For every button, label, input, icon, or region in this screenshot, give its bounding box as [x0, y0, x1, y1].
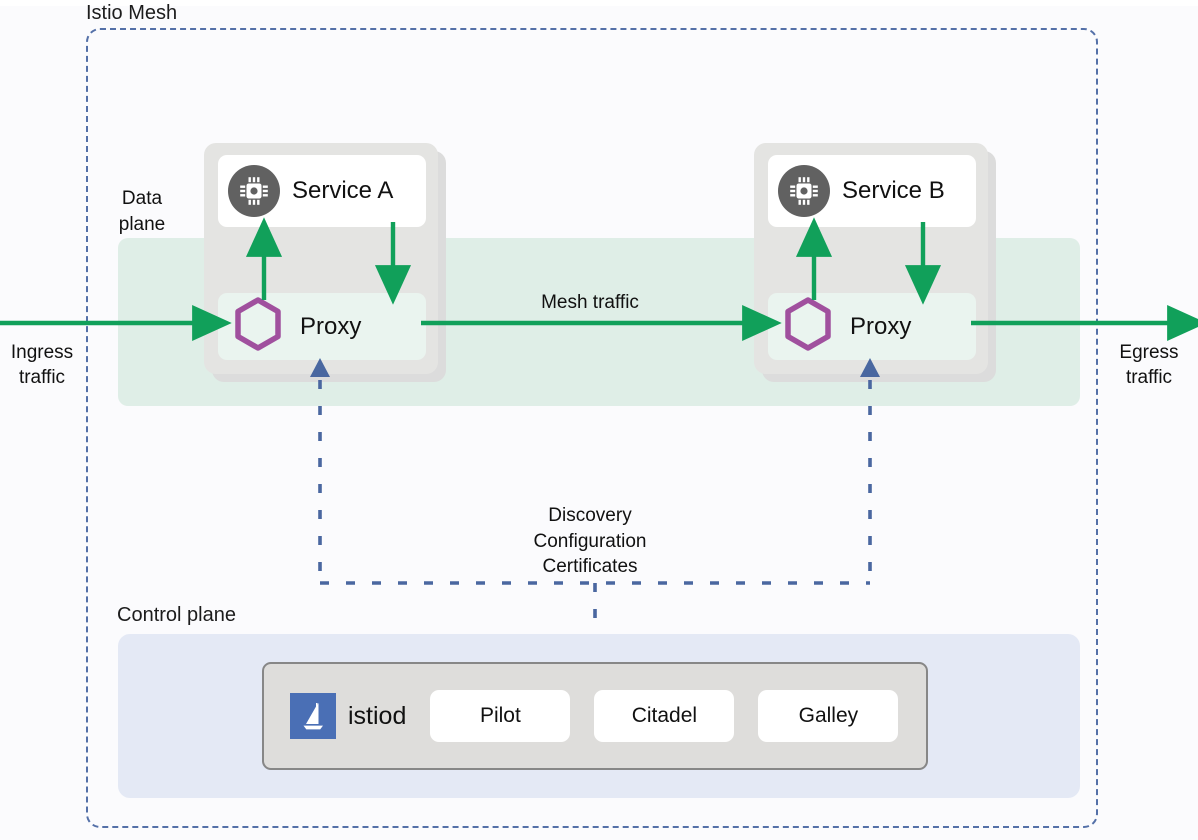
service-a-box[interactable]: Service A — [218, 155, 426, 227]
mesh-traffic-label: Mesh traffic — [541, 292, 639, 313]
component-galley[interactable]: Galley — [758, 690, 899, 742]
data-plane-label: Data plane — [104, 186, 180, 238]
egress-traffic-label: Egress traffic — [1108, 340, 1190, 390]
data-plane-label-line1: Data — [121, 188, 163, 209]
service-b-box[interactable]: Service B — [768, 155, 976, 227]
istio-mesh-boundary — [86, 28, 1098, 828]
control-signal-line1: Discovery — [548, 505, 632, 526]
workload-service-a[interactable]: Service A Proxy — [204, 143, 446, 382]
egress-traffic-line2: traffic — [1125, 367, 1173, 388]
proxy-a-box[interactable]: Proxy — [218, 293, 426, 360]
hexagon-envoy-icon — [784, 297, 832, 356]
component-citadel[interactable]: Citadel — [594, 690, 735, 742]
istiod-label: istiod — [348, 701, 407, 730]
workload-card: Service A Proxy — [204, 143, 438, 374]
istiod-card[interactable]: istiod Pilot Citadel Galley — [262, 662, 928, 770]
control-plane-components: Pilot Citadel Galley — [430, 690, 899, 742]
workload-card: Service B Proxy — [754, 143, 988, 374]
proxy-b-box[interactable]: Proxy — [768, 293, 976, 360]
istio-mesh-label: Istio Mesh — [86, 2, 178, 24]
ingress-traffic-line2: traffic — [18, 367, 66, 388]
control-signal-line2: Configuration — [533, 530, 647, 552]
proxy-a-label: Proxy — [300, 312, 362, 340]
workload-service-b[interactable]: Service B Proxy — [754, 143, 996, 382]
control-plane-label: Control plane — [117, 604, 236, 626]
control-signal-label: Discovery Configuration Certificates — [494, 503, 686, 580]
service-b-label: Service B — [842, 177, 945, 204]
proxy-b-label: Proxy — [850, 312, 912, 340]
control-signal-line3: Certificates — [542, 556, 638, 577]
top-white-strip — [0, 0, 1198, 6]
egress-traffic-line1: Egress — [1119, 342, 1179, 363]
ingress-traffic-label: Ingress traffic — [2, 340, 82, 390]
chip-icon — [778, 165, 830, 217]
data-plane-label-line2: plane — [118, 214, 166, 235]
component-pilot[interactable]: Pilot — [430, 690, 571, 742]
chip-icon — [228, 165, 280, 217]
istio-sail-logo — [290, 693, 336, 739]
ingress-traffic-line1: Ingress — [10, 342, 74, 363]
hexagon-envoy-icon — [234, 297, 282, 356]
service-a-label: Service A — [292, 177, 394, 204]
